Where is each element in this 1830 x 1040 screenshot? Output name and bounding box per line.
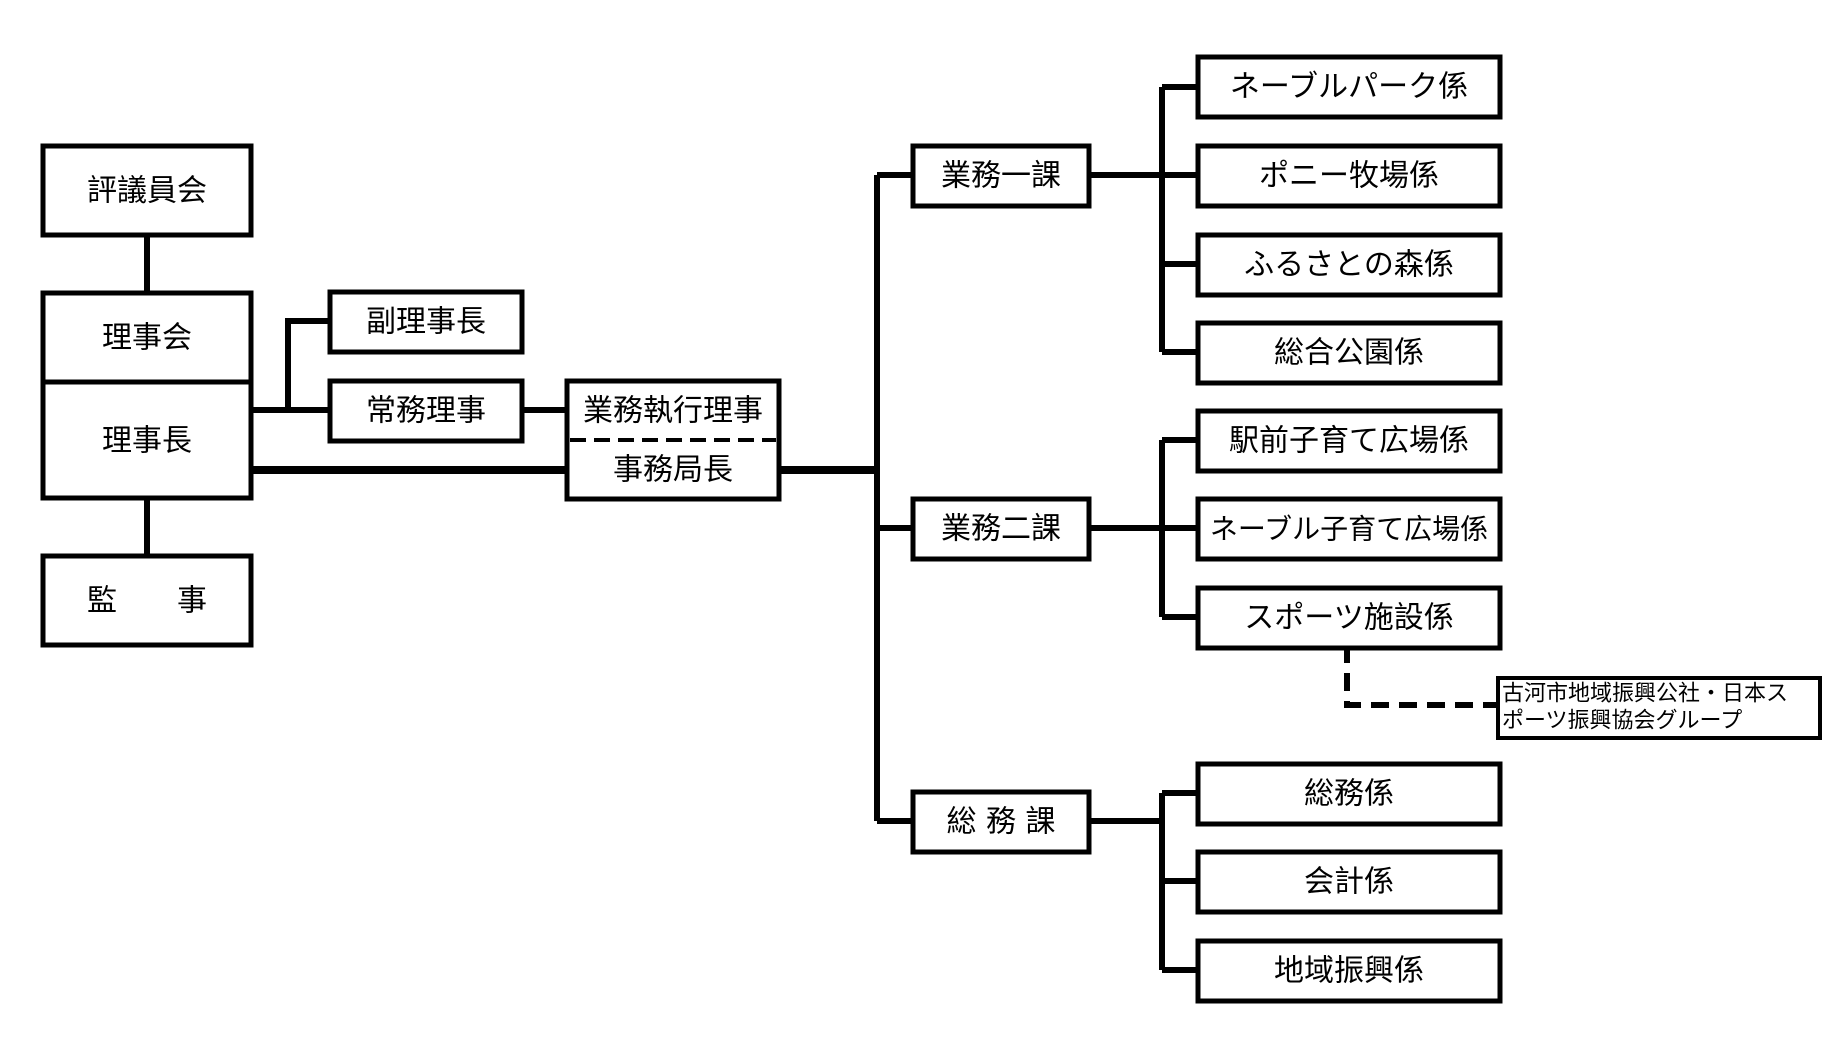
connector-sports-partner xyxy=(1344,645,1498,708)
div2-label: 業務二課 xyxy=(941,512,1061,547)
partner-label-line1: 古河市地域振興公社・日本ス xyxy=(1502,682,1788,707)
connectors xyxy=(144,84,1498,973)
section-label: ポニー牧場係 xyxy=(1259,159,1439,194)
partner-box xyxy=(1496,676,1822,740)
secretary-general-label: 事務局長 xyxy=(613,453,733,488)
board-label: 理事会 xyxy=(102,321,192,356)
chairman-label: 理事長 xyxy=(102,424,192,459)
section-label: 会計係 xyxy=(1304,865,1394,900)
partner-labels: 古河市地域振興公社・日本ス ポーツ振興協会グループ xyxy=(1502,682,1788,734)
auditor-box xyxy=(40,553,254,648)
boxes xyxy=(40,54,1822,1004)
div2-box xyxy=(910,496,1092,562)
section-box-sogo-park xyxy=(1195,320,1503,386)
section-label: 駅前子育て広場係 xyxy=(1229,424,1469,459)
section-box-pony-ranch xyxy=(1195,143,1503,209)
section-box-naval-kosodate xyxy=(1195,496,1503,562)
section-label: ふるさとの森係 xyxy=(1244,248,1454,283)
div3-label: 総 務 課 xyxy=(946,805,1055,840)
section-box-somu xyxy=(1195,761,1503,827)
connector-vice-chairman xyxy=(285,318,330,410)
section-label: ネーブル子育て広場係 xyxy=(1210,513,1488,546)
vice-chairman-label: 副理事長 xyxy=(366,305,486,340)
managing-director-label: 常務理事 xyxy=(366,394,486,429)
executive-director-label: 業務執行理事 xyxy=(583,394,763,429)
section-box-furusato-forest xyxy=(1195,232,1503,298)
section-box-naval-park xyxy=(1195,54,1503,120)
chairman-box xyxy=(40,379,254,501)
section-label: 総務係 xyxy=(1304,777,1394,812)
section-label: スポーツ施設係 xyxy=(1244,601,1453,636)
board-box xyxy=(40,290,254,385)
vice-chairman-box xyxy=(327,289,525,355)
managing-director-box xyxy=(327,378,525,444)
section-label: 地域振興係 xyxy=(1274,954,1424,989)
section-label: ネーブルパーク係 xyxy=(1230,70,1468,105)
section-box-sports xyxy=(1195,585,1503,651)
div3-box xyxy=(910,789,1092,855)
section-box-kaikei xyxy=(1195,849,1503,915)
council-box xyxy=(40,143,254,238)
div1-box xyxy=(910,143,1092,209)
div1-label: 業務一課 xyxy=(941,159,1061,194)
auditor-label: 監 事 xyxy=(87,584,207,619)
section-box-chiiki xyxy=(1195,938,1503,1004)
partner-label-line2: ポーツ振興協会グループ xyxy=(1502,709,1742,734)
labels: 評議員会 理事会 理事長 監 事 副理事長 常務理事 業務執行理事 事務局長 業… xyxy=(87,70,1488,989)
section-label: 総合公園係 xyxy=(1274,336,1424,371)
section-box-ekimae-kosodate xyxy=(1195,408,1503,474)
council-label: 評議員会 xyxy=(87,174,207,209)
